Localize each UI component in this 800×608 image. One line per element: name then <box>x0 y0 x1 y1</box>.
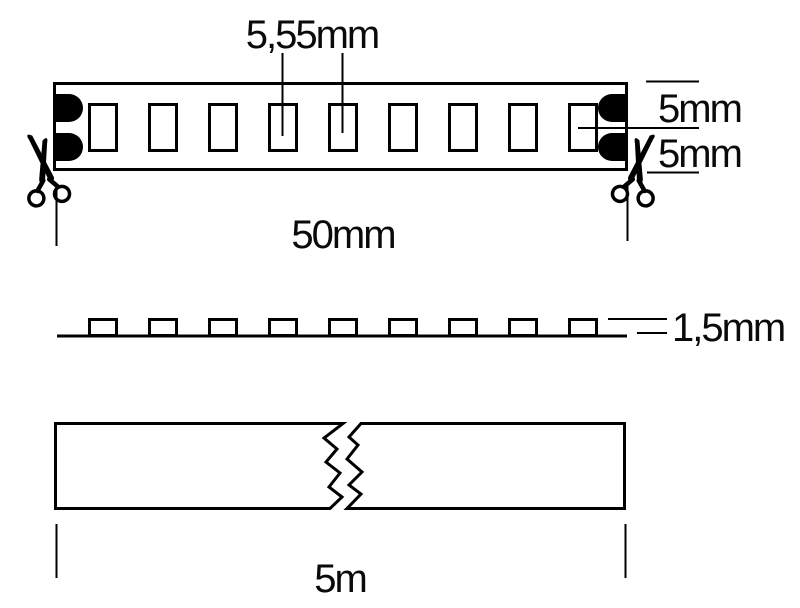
led-window <box>148 103 178 152</box>
reel-length-view: 5m <box>54 422 627 601</box>
led-bump <box>148 318 178 337</box>
solder-pad-left-bottom <box>56 133 83 161</box>
solder-pad-left-top <box>56 94 83 122</box>
bump-row <box>88 318 598 337</box>
led-window <box>208 103 238 152</box>
label-thickness: 1,5mm <box>672 306 784 350</box>
led-bump <box>388 318 418 337</box>
led-bump <box>88 318 118 337</box>
label-reel-length: 5m <box>314 557 366 601</box>
led-window <box>568 103 598 152</box>
solder-pad-right-bottom <box>598 133 625 161</box>
label-width-top: 5mm <box>658 87 741 131</box>
led-bump <box>268 318 298 337</box>
label-led-spacing: 5,55mm <box>246 13 379 57</box>
led-bump <box>328 318 358 337</box>
reel-left-section <box>54 422 348 510</box>
strip-top-view: 5,55mm 5mm 5mm 50mm <box>16 13 743 257</box>
led-window <box>448 103 478 152</box>
label-cut-length: 50mm <box>291 213 394 257</box>
solder-pad-right-top <box>598 94 625 122</box>
led-bump <box>568 318 598 337</box>
led-window <box>388 103 418 152</box>
led-window <box>88 103 118 152</box>
led-window <box>508 103 538 152</box>
reel-right-section <box>343 422 626 510</box>
led-bump <box>448 318 478 337</box>
led-bump <box>508 318 538 337</box>
led-bump <box>208 318 238 337</box>
strip-side-view: 1,5mm <box>57 306 786 350</box>
label-width-bottom: 5mm <box>658 132 741 176</box>
